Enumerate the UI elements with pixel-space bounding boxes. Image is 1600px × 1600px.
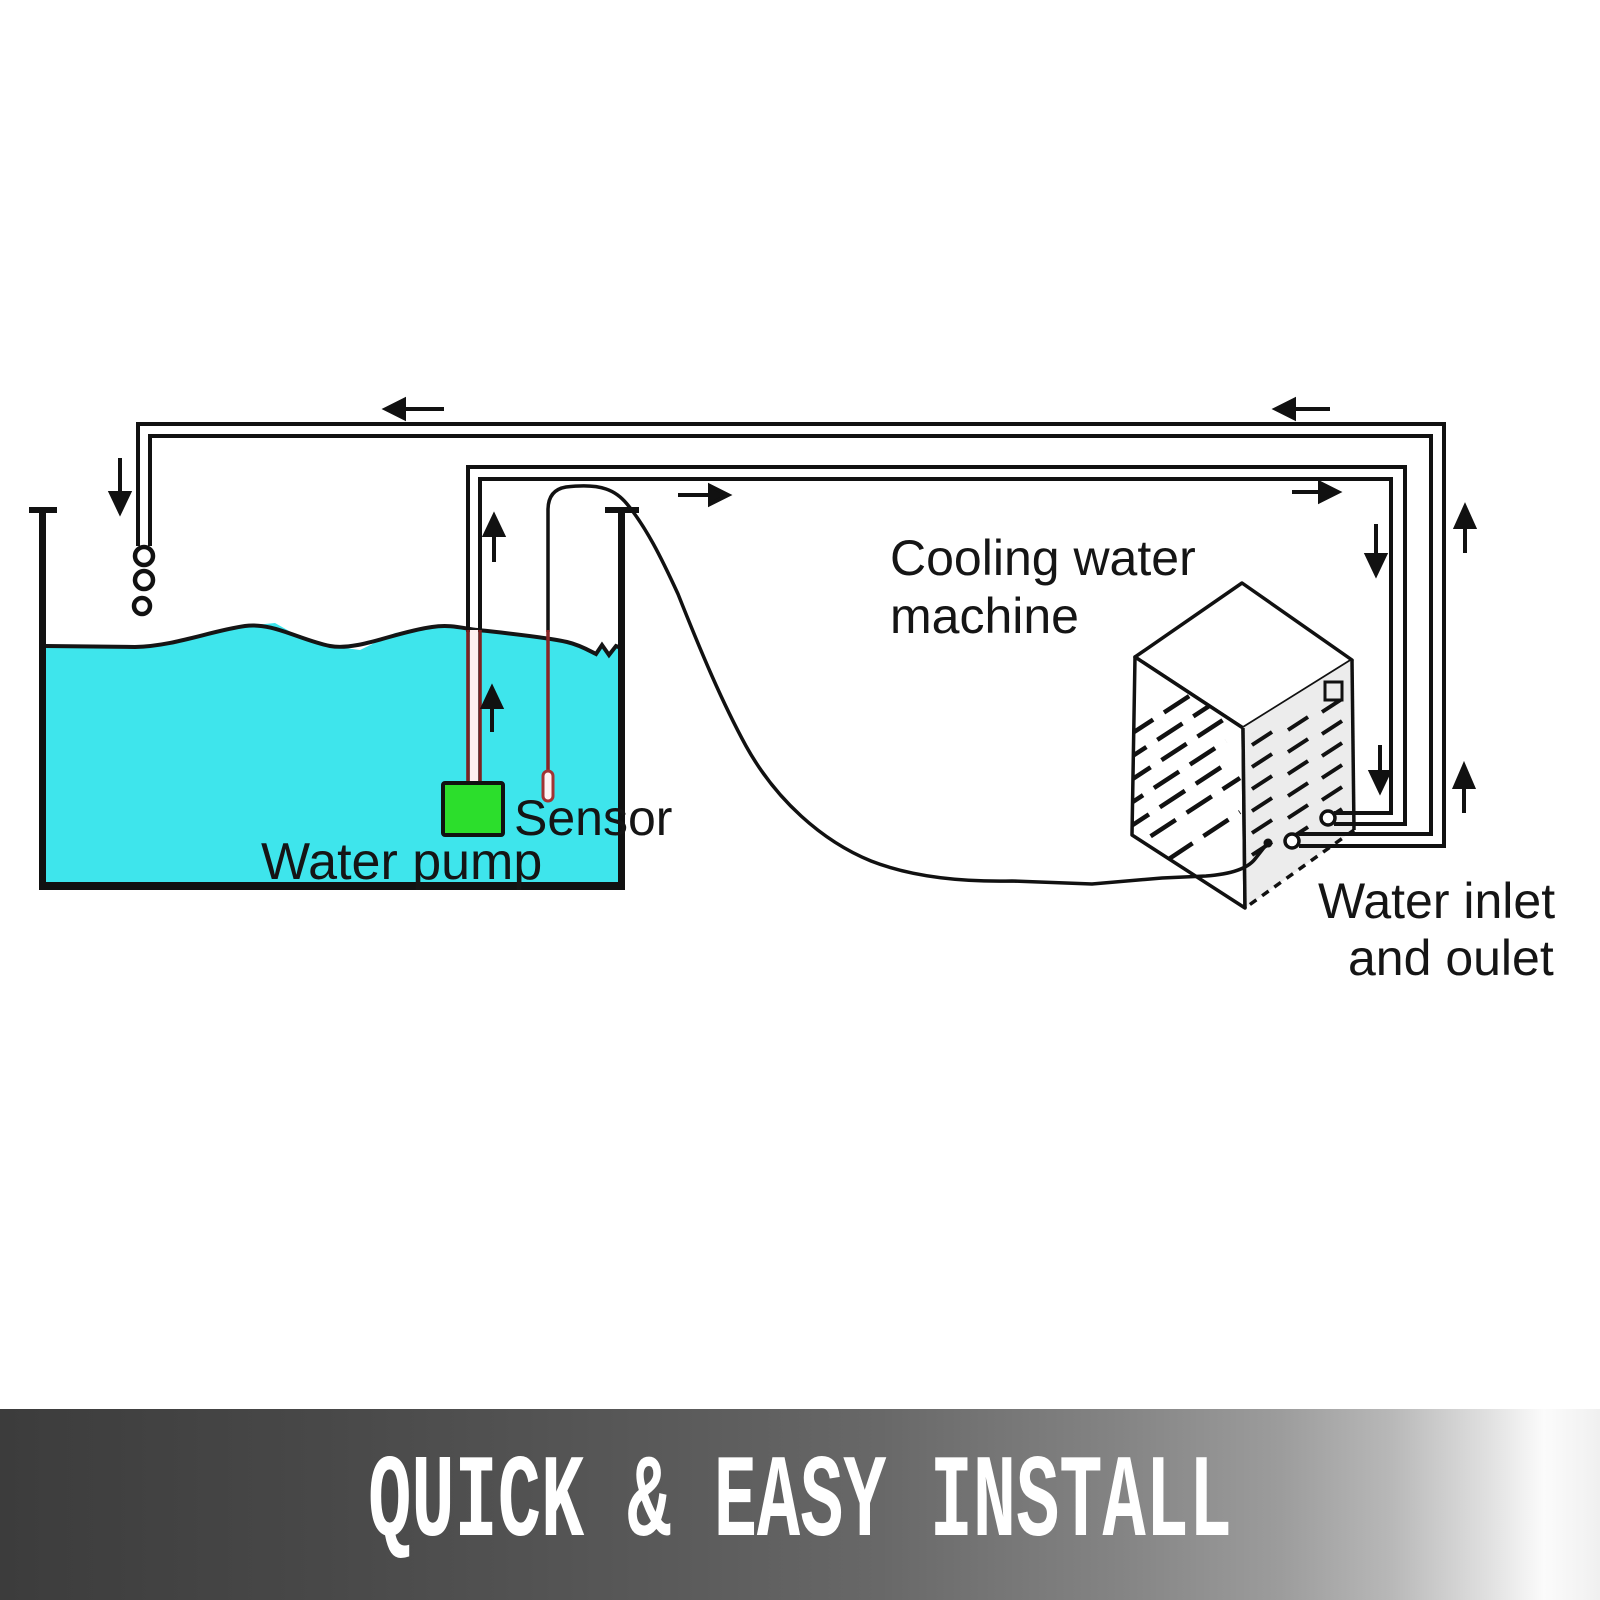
flow-arrow-right-icon (1292, 479, 1343, 505)
supply-pipe-inner-line (478, 477, 1393, 815)
tank-right-wall (618, 507, 625, 889)
banner-title: QUICK & EASY INSTALL (368, 1438, 1232, 1571)
tank-left-wall (39, 507, 46, 889)
flow-arrow-right-icon (678, 482, 733, 508)
cooling-machine-label-line1: Cooling water (890, 530, 1196, 586)
return-pipe-outer-line (136, 422, 1446, 848)
flow-arrow-up-icon (479, 683, 505, 732)
bubble-icon (132, 568, 156, 592)
sensor-cable (546, 484, 1268, 886)
sensor-assembly (541, 484, 1273, 886)
cooling-machine-label-line2: machine (890, 588, 1079, 644)
water-pump-box (441, 781, 505, 837)
flow-arrow-down-icon (1367, 745, 1393, 796)
return-pipe-inner-line (148, 434, 1433, 836)
flow-arrow-down-icon (107, 458, 133, 517)
water-surface-line (45, 623, 622, 659)
bottom-banner: QUICK & EASY INSTALL (0, 1409, 1600, 1600)
flow-arrow-left-icon (381, 396, 444, 422)
water-inlet-outlet-label: Water inlet and oulet (1318, 873, 1555, 987)
bubble-icon (131, 595, 153, 617)
flow-arrow-down-icon (1363, 524, 1389, 579)
sensor-probe-icon (541, 769, 555, 803)
tank-bottom (39, 882, 625, 890)
installation-diagram (29, 396, 1478, 910)
water-port-upper (1319, 809, 1337, 827)
bubble-icon (132, 544, 156, 568)
flow-arrow-left-icon (1271, 396, 1330, 422)
water-inlet-outlet-label-line2: and oulet (1348, 930, 1554, 986)
machine-vent-square-icon (1323, 680, 1344, 702)
machine-side-bottom-edge (1243, 828, 1356, 910)
outlet-bubbles (131, 544, 156, 617)
water-port-lower (1283, 832, 1301, 850)
flow-arrow-up-icon (1451, 760, 1477, 813)
cooling-machine-label: Cooling water machine (890, 529, 1196, 645)
pump-riser-submerged (466, 630, 482, 784)
pump-riser-gap (470, 630, 478, 784)
flow-arrows (107, 396, 1478, 813)
supply-pipe-outer-line (466, 465, 1407, 826)
flow-arrow-up-icon (1452, 502, 1478, 553)
flow-arrow-up-icon (481, 511, 507, 562)
water-inlet-outlet-ports (1283, 809, 1337, 850)
sensor-label: Sensor (514, 790, 673, 846)
water-inlet-outlet-label-line1: Water inlet (1318, 873, 1556, 929)
water-pump-label: Water pump (261, 833, 543, 891)
machine-side-right-edge (1350, 659, 1356, 831)
pipe-lines (136, 422, 1446, 848)
machine-front-right-edge (1241, 727, 1247, 909)
sensor-cable-terminal-dot (1263, 838, 1273, 848)
